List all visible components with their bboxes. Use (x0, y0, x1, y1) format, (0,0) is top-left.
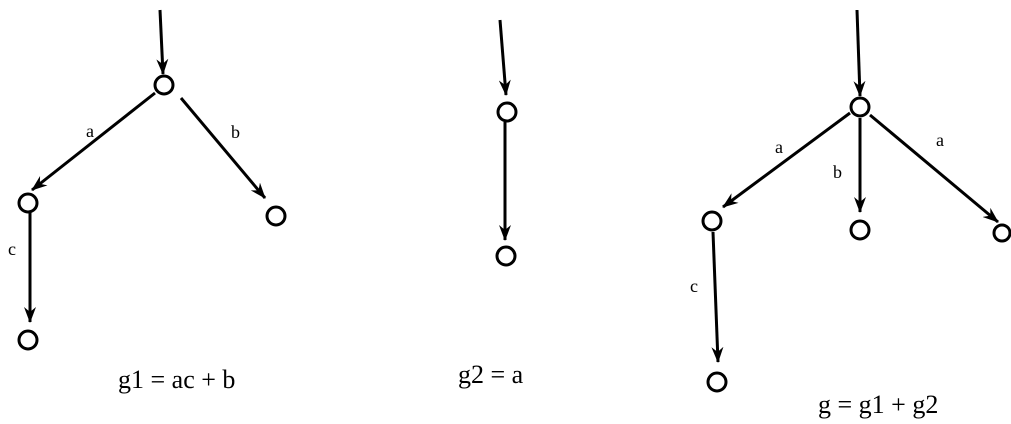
g2-root-node (496, 101, 518, 123)
graph-g1: a b c g1 = ac + b (8, 9, 287, 394)
g-node-a-right (992, 223, 1011, 243)
g2-node (495, 245, 517, 267)
g1-label-c: c (8, 239, 16, 259)
g1-label-b: b (231, 122, 240, 142)
g-node-b (849, 219, 871, 241)
g-entry-edge (853, 9, 866, 97)
g1-node-c (17, 329, 39, 351)
g-node-c (706, 371, 728, 393)
g1-label-a: a (86, 121, 94, 141)
graph-g2: g2 = a (458, 19, 524, 389)
g-label-b: b (833, 162, 842, 182)
g-node-a-left (701, 210, 723, 232)
g1-node-a (17, 192, 39, 214)
g1-node-b (265, 205, 287, 227)
g1-entry-edge (156, 9, 169, 75)
g-label-a-left: a (775, 137, 783, 157)
g-root-node (849, 96, 871, 118)
g-edge-c (711, 231, 724, 363)
graph-g: a b a c g = g1 + g2 (690, 9, 1011, 419)
g-caption: g = g1 + g2 (818, 390, 938, 419)
g2-caption: g2 = a (458, 360, 524, 389)
g2-entry-edge (498, 19, 511, 96)
g-label-c: c (690, 276, 698, 296)
g-edge-a-left (722, 111, 851, 209)
g1-edge-a (31, 91, 156, 192)
g1-root-node (153, 74, 175, 96)
g-label-a-right: a (936, 130, 944, 150)
g1-caption: g1 = ac + b (118, 365, 235, 394)
g-edge-a-right (869, 113, 999, 224)
g1-edge-b (179, 97, 267, 199)
